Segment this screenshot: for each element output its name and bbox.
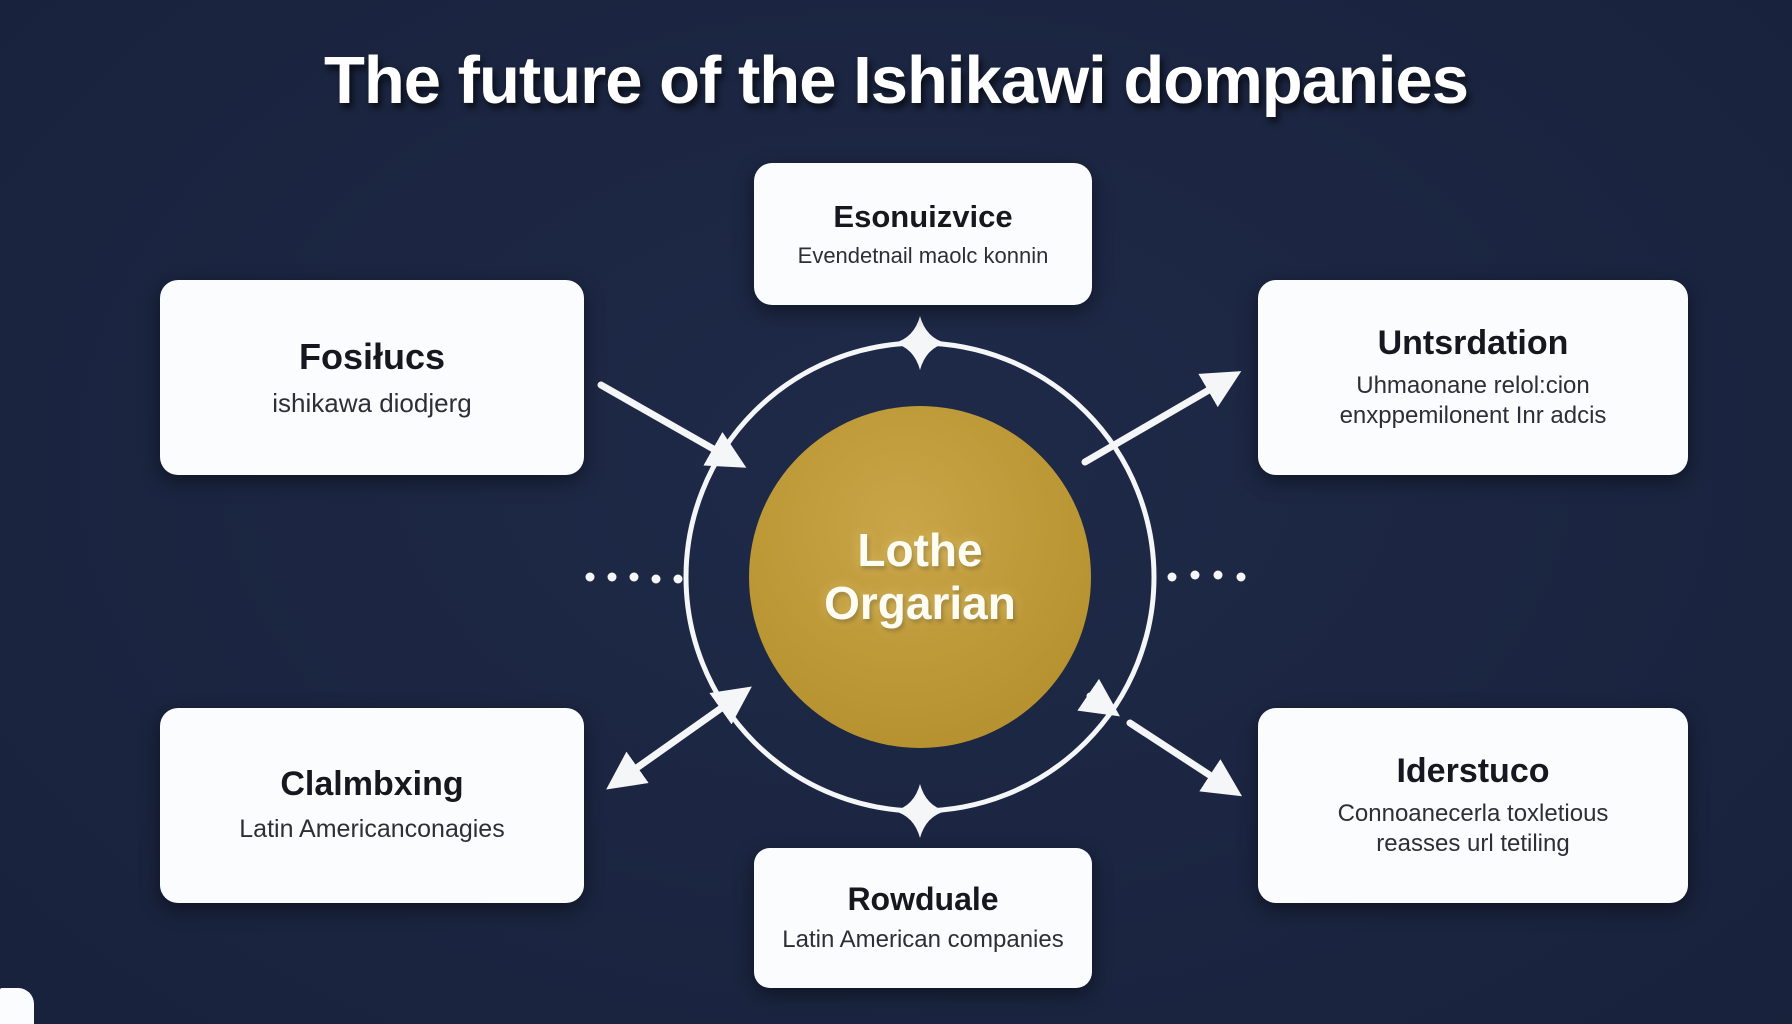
node-bottom-title: Rowduale bbox=[847, 880, 999, 917]
node-bottom-right: Iderstuco Connoanecerla toxletious reass… bbox=[1258, 708, 1688, 903]
page-title: The future of the Ishikawi dompanies bbox=[323, 43, 1469, 118]
spark-top-icon bbox=[894, 316, 946, 370]
arrow-top-left bbox=[597, 381, 747, 468]
node-top: Esonuizvice Evendetnail maolc konnin bbox=[754, 163, 1092, 305]
corner-card-fragment bbox=[0, 988, 34, 1024]
node-top-right-subtitle: Uhmaonane relol:cion enxppemilonent Inr … bbox=[1339, 372, 1607, 430]
dots-left bbox=[585, 572, 683, 584]
node-bottom-right-subtitle: Connoanecerla toxletious reasses url tet… bbox=[1337, 800, 1609, 858]
node-top-left: Fosiłucs ishikawa diodjerg bbox=[160, 280, 584, 475]
arrow-bottom-left bbox=[606, 686, 752, 790]
center-node-title-line1: Lothe bbox=[857, 524, 983, 577]
node-bottom-right-title: Iderstuco bbox=[1396, 751, 1550, 790]
node-bottom-left-subtitle: Latin Americanconagies bbox=[239, 815, 505, 844]
node-top-right: Untsrdation Uhmaonane relol:cion enxppem… bbox=[1258, 280, 1688, 475]
arrow-top-right bbox=[1081, 371, 1242, 466]
center-node-title-line2: Orgarian bbox=[824, 577, 1016, 629]
dots-right bbox=[1167, 570, 1246, 582]
node-top-left-subtitle: ishikawa diodjerg bbox=[272, 387, 472, 418]
node-top-subtitle: Evendetnail maolc konnin bbox=[797, 242, 1049, 268]
node-top-left-title: Fosiłucs bbox=[298, 335, 446, 377]
node-top-title: Esonuizvice bbox=[833, 198, 1013, 234]
node-bottom-left: Clalmbxing Latin Americanconagies bbox=[160, 708, 584, 903]
arrow-bottom-right-chevron bbox=[1077, 678, 1120, 717]
node-top-right-title: Untsrdation bbox=[1377, 323, 1569, 362]
arrow-bottom-right bbox=[1126, 719, 1243, 797]
center-node: Lothe Orgarian bbox=[749, 406, 1091, 748]
node-bottom: Rowduale Latin American companies bbox=[754, 848, 1092, 988]
spark-bottom-icon bbox=[894, 784, 946, 838]
node-bottom-left-title: Clalmbxing bbox=[280, 765, 464, 804]
node-bottom-subtitle: Latin American companies bbox=[782, 926, 1064, 954]
